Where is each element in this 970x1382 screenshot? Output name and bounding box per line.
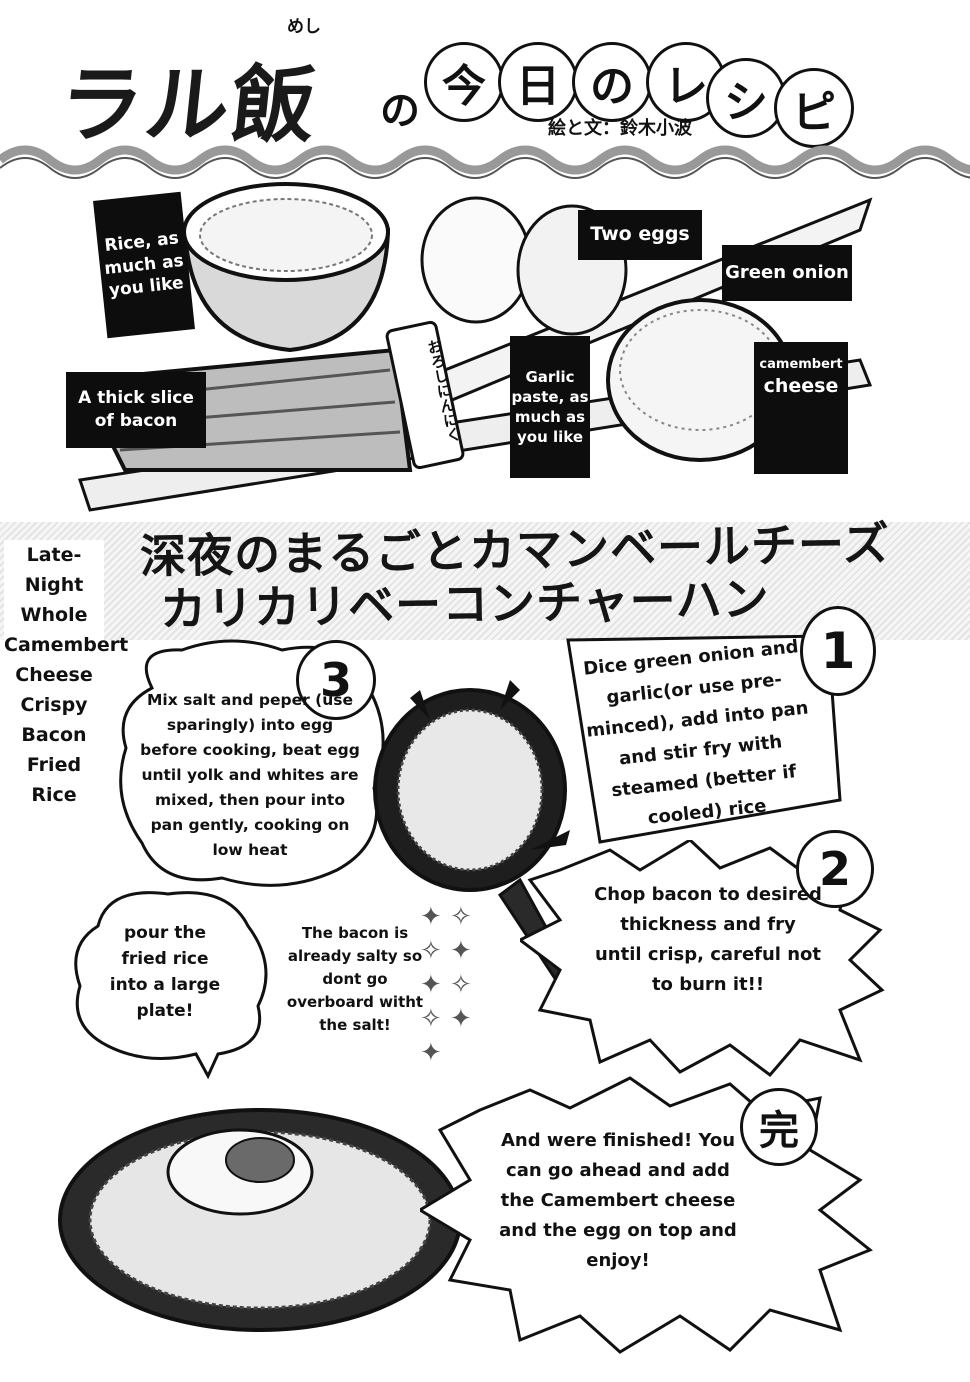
step3-number: 3	[296, 640, 376, 720]
rice-icon	[199, 198, 373, 272]
label-garlic: Garlic paste, as much as you like	[510, 336, 590, 478]
egg-yolk-icon	[225, 1137, 295, 1183]
plate-text: pour the fried rice into a large plate!	[109, 923, 221, 1021]
fried-rice-icon	[396, 708, 544, 872]
step2-number: 2	[796, 830, 874, 908]
label-camembert-big: cheese	[763, 374, 839, 397]
step1-number: 1	[800, 606, 876, 696]
title-particle: の	[380, 88, 420, 134]
plate-bubble	[74, 891, 268, 1080]
recipe-title-en: Late-Night Whole Camembert Cheese Crispy…	[4, 540, 128, 810]
recipe-title-jp-line2: カリカリベーコンチャーハン	[159, 571, 771, 637]
label-camembert: camembert cheese	[754, 342, 848, 474]
step3-text: Mix salt and peper (use sparingly) into …	[140, 691, 360, 859]
label-bacon: A thick slice of bacon	[66, 372, 206, 448]
sparkle-icon-group: ✦ ✧✧ ✦✦ ✧✧ ✦✦	[420, 902, 472, 1068]
step1-text: Dice green onion and garlic(or use pre-m…	[582, 636, 810, 829]
step2-text: Chop bacon to desired thickness and fry …	[594, 884, 822, 995]
title-char-3: の	[572, 42, 652, 122]
step2-burst	[520, 840, 885, 1078]
step1-box	[566, 634, 842, 844]
finish-mark: 完	[740, 1088, 818, 1166]
label-eggs: Two eggs	[578, 210, 702, 260]
title-char-5: シ	[706, 58, 786, 138]
finish-text: And were finished! You can go ahead and …	[499, 1130, 737, 1271]
label-green-onion: Green onion	[722, 245, 852, 301]
title-char-6: ピ	[774, 68, 854, 148]
title-char-1: 今	[424, 42, 504, 122]
author-credit: 絵と文：鈴木小波	[548, 118, 692, 139]
final-dish-illustration	[58, 1108, 462, 1332]
label-rice: Rice, as much as you like	[93, 191, 195, 339]
label-camembert-small: camembert	[759, 357, 843, 372]
title-char-2: 日	[498, 42, 578, 122]
frying-pan-illustration	[373, 680, 578, 988]
logo-ruby: めし	[287, 17, 321, 37]
wavy-divider	[0, 145, 970, 179]
title-band	[0, 522, 970, 640]
egg-icon-1	[420, 196, 532, 324]
garlic-tube-icon	[385, 320, 465, 470]
salt-note: The bacon is already salty so dont go ov…	[286, 924, 424, 1034]
